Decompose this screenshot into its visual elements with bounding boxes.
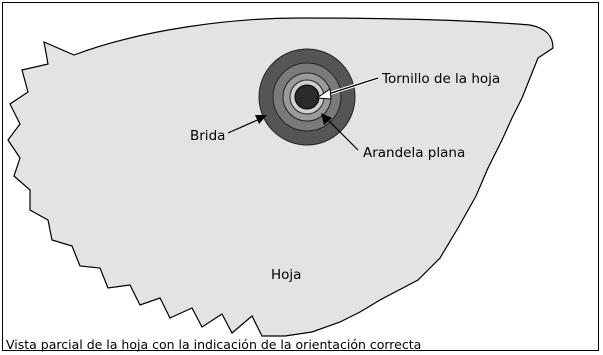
figure-caption: Vista parcial de la hoja con la indicaci… (6, 337, 422, 352)
blade-screw (294, 84, 320, 110)
label-blade: Hoja (271, 267, 301, 283)
arrow-screw (315, 88, 332, 100)
arrow-flange (255, 115, 267, 124)
label-flange: Brida (190, 128, 225, 144)
figure-frame (2, 2, 599, 351)
label-blade-screw: Tornillo de la hoja (381, 71, 500, 87)
saw-blade (7, 17, 554, 337)
arrow-washer (321, 113, 332, 125)
label-flat-washer: Arandela plana (363, 145, 465, 161)
